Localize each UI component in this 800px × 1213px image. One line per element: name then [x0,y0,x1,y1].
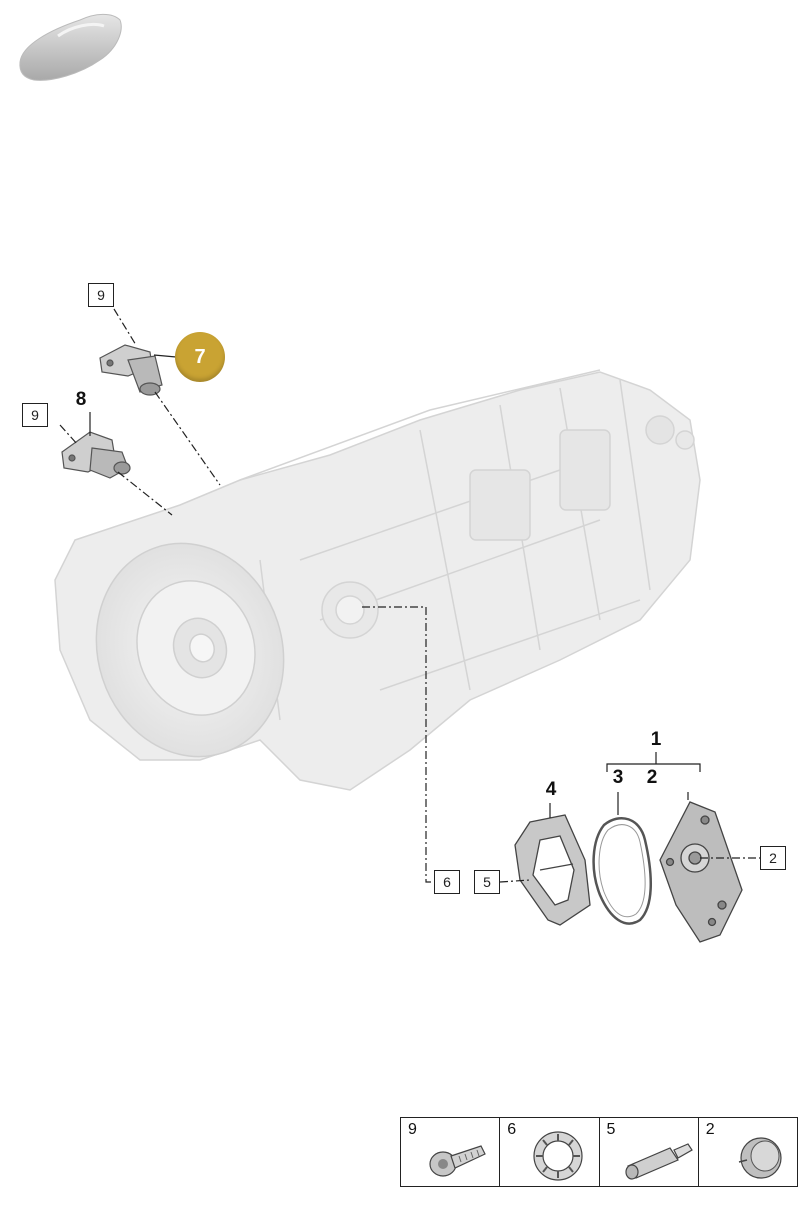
legend-item-6[interactable]: 6 [500,1118,600,1186]
pin-icon [624,1143,693,1180]
legend-item-5[interactable]: 5 [600,1118,699,1186]
part-number-2[interactable]: 2 [646,767,658,788]
cover-plate-part-2[interactable] [659,801,743,943]
leader-lines [59,308,760,883]
highlighted-part-7-badge[interactable]: 7 [175,332,225,382]
seal-ring-part-3[interactable] [592,816,652,925]
part-number-8[interactable]: 8 [75,389,87,410]
bolt-icon [429,1145,486,1177]
legend-number: 9 [408,1121,417,1138]
parts-legend: 9 6 5 2 [400,1117,798,1187]
car-silhouette-icon [19,13,122,81]
needle-bearing-icon [533,1131,583,1181]
legend-item-9[interactable]: 9 [401,1118,501,1186]
legend-number: 2 [705,1121,715,1138]
legend-item-2[interactable]: 2 [699,1118,797,1186]
speed-sensor-part-7[interactable] [99,344,163,396]
legend-number: 6 [507,1121,517,1138]
ref-9-upper-box[interactable]: 9 [88,283,114,307]
ref-5-box[interactable]: 5 [474,870,500,894]
gasket-frame-part-4[interactable] [514,814,591,926]
legend-number: 5 [606,1121,616,1138]
speed-sensor-part-8[interactable] [61,431,131,479]
torque-converter-bell [95,542,285,758]
ref-9-lower-box[interactable]: 9 [22,403,48,427]
part-number-1[interactable]: 1 [650,729,662,750]
ref-2-right-box[interactable]: 2 [760,846,786,870]
plug-icon [738,1137,782,1179]
part-number-3[interactable]: 3 [612,767,624,788]
part-number-4[interactable]: 4 [545,779,557,800]
ref-6-box[interactable]: 6 [434,870,460,894]
